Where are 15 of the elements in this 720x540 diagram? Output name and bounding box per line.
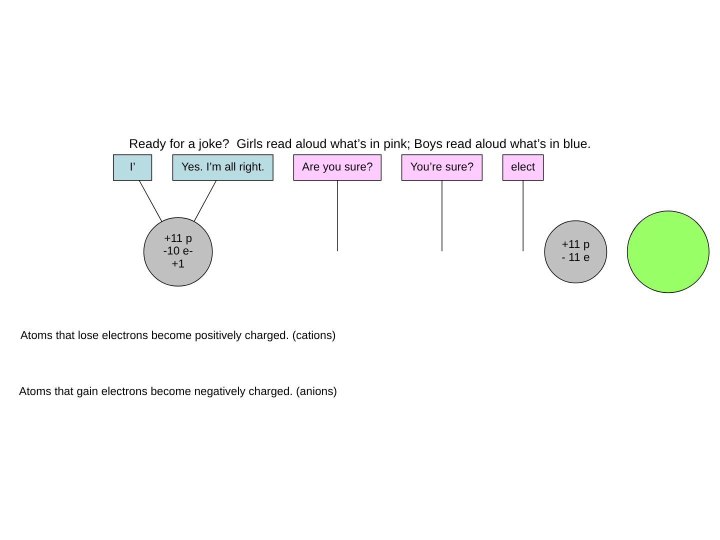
node-circle [626,210,710,294]
connector [337,180,338,252]
label: Atoms that lose electrons become positively charged. (cations) [20,330,336,342]
node-circle: +11 p - 11 e [544,220,608,284]
connector [522,180,524,252]
diagram-title: Ready for a joke? Girls read aloud what’s in pink; Boys read aloud what’s in blue. [129,136,591,151]
node-box: I’ [113,154,152,181]
label: Atoms that gain electrons become negatively charged. (anions) [19,386,338,398]
node-box: Are you sure? [293,154,382,181]
node-box: elect [502,154,544,181]
connector [138,180,162,222]
connector [194,180,217,222]
node-box: You’re sure? [401,154,483,181]
node-box: Yes. I’m all right. [172,154,274,181]
node-circle: +11 p -10 e- +1 [143,217,213,286]
